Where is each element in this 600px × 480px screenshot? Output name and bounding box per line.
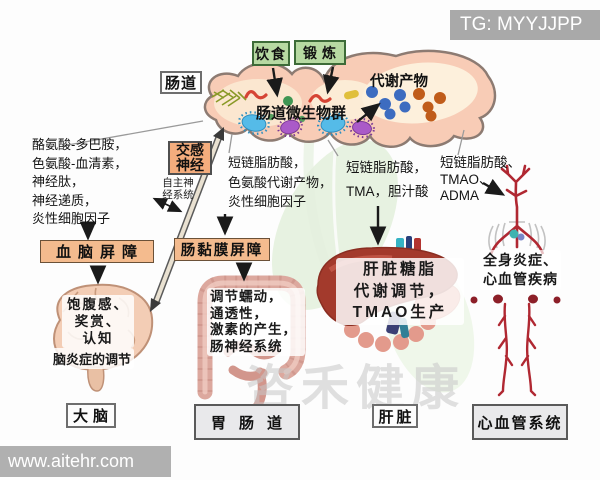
column-line: 酪氨酸-多巴胺， (32, 137, 128, 152)
yellow-microbe (344, 89, 359, 100)
red-microbe (244, 90, 268, 100)
gut-mucosal-barrier-box: 肠黏膜屏障 (174, 238, 270, 261)
column-line: 炎性细胞因子 (228, 194, 307, 209)
diet-box: 饮食 (252, 41, 290, 66)
effect-line: 激素的产生， (210, 322, 297, 337)
gut-label-box: 肠道 (160, 71, 202, 94)
site-watermark-label: www.aitehr.com (0, 446, 171, 477)
brain-pathway-column: 酪氨酸-多巴胺， 色氨酸-血清素， 神经肽， 神经递质， 炎性细胞因子 (32, 136, 127, 229)
column-line: TMAO、 (440, 171, 493, 187)
column-line: 色氨酸-血清素， (32, 155, 128, 171)
column-line: 短链脂肪酸， (346, 160, 427, 175)
brain-label-box: 大脑 (66, 403, 116, 428)
column-line: 短链脂肪酸， (228, 155, 307, 170)
effect-line: 奖赏、 (74, 314, 122, 329)
effect-line: 认知 (82, 331, 114, 346)
cardiovascular-illustration (470, 164, 561, 397)
autonomic-nervous-system-label: 自主神 经系统 (152, 177, 204, 201)
liver-effects: 肝脏糖脂 代谢调节， TMAO生产 (336, 258, 464, 325)
liver-label-box: 肝脏 (372, 404, 418, 428)
green-microbe (283, 96, 293, 106)
flow-arrows (79, 66, 506, 285)
gi-label-box: 胃肠道 (194, 404, 300, 440)
brain-inflammation-note: 脑炎症的调节 (50, 348, 135, 369)
effect-line: 肠神经系统 (210, 338, 283, 354)
arrow-col4-to-vessels (482, 178, 506, 196)
autonomic-line: 自主神 (162, 177, 194, 189)
liver-pathway-column: 短链脂肪酸， TMA，胆汁酸 (346, 156, 429, 204)
effect-line: 饱腹感、 (67, 297, 129, 312)
exercise-box: 锻炼 (294, 40, 346, 65)
effect-line: 心血管疾病 (483, 271, 558, 287)
connector-lines (61, 120, 465, 157)
gut-microbes (211, 89, 375, 139)
green-fuzz-microbe (211, 89, 247, 107)
arrow-diet-to-gut (266, 67, 283, 98)
arrow-exercise-to-gut (322, 66, 340, 95)
brain-effects: 饱腹感、 奖赏、 认知 (62, 295, 134, 348)
sympathetic-nerve-box: 交感 神经 (168, 141, 212, 175)
cardio-label-box: 心血管系统 (472, 404, 568, 440)
arrow-autonomic-bidirectional (152, 197, 183, 213)
green-microbe (267, 113, 275, 121)
metabolites-label: 代谢产物 (370, 74, 428, 90)
arrow-microbiota-to-metabolites (356, 102, 381, 123)
green-microbe (298, 115, 306, 123)
column-line: 神经肽， (32, 174, 85, 189)
cardio-effects: 全身炎症、 心血管疾病 (480, 250, 561, 290)
purple-microbe (277, 116, 303, 138)
tg-watermark-label: TG: MYYJJPP (450, 10, 600, 40)
cyan-microbe (238, 111, 270, 135)
column-line: TMA，胆汁酸 (346, 184, 429, 199)
column-line: 短链脂肪酸、 (440, 155, 521, 170)
column-line: 神经递质， (32, 192, 98, 208)
cyan-microbe (317, 112, 349, 136)
sympathetic-line: 神经 (176, 157, 204, 173)
gut-pathway-column: 短链脂肪酸， 色氨酸代谢产物， 炎性细胞因子 (228, 153, 332, 212)
effect-line: TMAO生产 (352, 304, 448, 321)
effect-line: 全身炎症、 (483, 252, 558, 268)
effect-line: 代谢调节， (353, 282, 447, 300)
microbiota-label: 肠道微生物群 (256, 105, 347, 122)
effect-line: 调节蠕动， (210, 289, 283, 304)
column-line: ADMA (440, 188, 480, 203)
blood-brain-barrier-box: 血脑屏障 (40, 240, 154, 263)
effect-line: 通透性， (210, 305, 268, 321)
column-line: 色氨酸代谢产物， (228, 174, 333, 190)
column-line: 炎性细胞因子 (32, 211, 111, 226)
autonomic-line: 经系统 (162, 189, 194, 201)
effect-line: 肝脏糖脂 (362, 261, 437, 278)
metabolite-dots (366, 86, 446, 122)
red-microbe (308, 94, 332, 103)
sympathetic-line: 交感 (176, 142, 204, 158)
cardio-pathway-column: 短链脂肪酸、 TMAO、 ADMA (440, 155, 521, 205)
gi-effects: 调节蠕动， 通透性， 激素的产生， 肠神经系统 (207, 288, 305, 356)
